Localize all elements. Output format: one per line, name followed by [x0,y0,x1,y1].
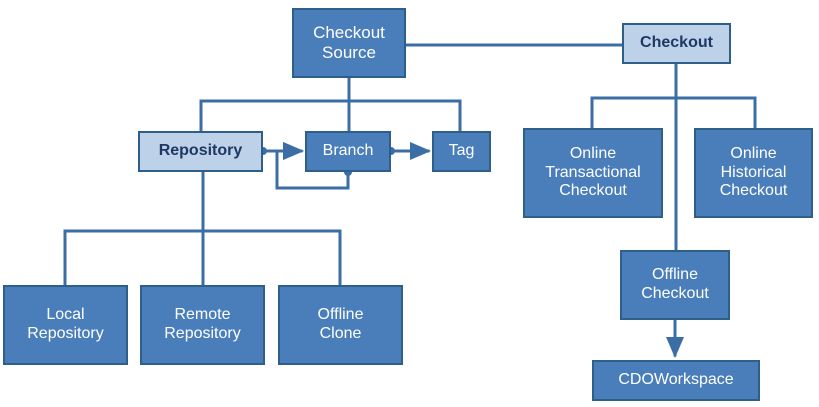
node-checkout-label: Checkout [640,34,713,52]
node-online-historical-checkout-label: Online Historical Checkout [719,145,788,200]
node-tag-label: Tag [448,142,475,160]
node-local-repository-label: Local Repository [27,306,104,342]
node-repository[interactable]: Repository [138,131,263,172]
node-online-historical-checkout[interactable]: Online Historical Checkout [694,128,813,218]
node-repository-label: Repository [158,142,243,160]
node-branch-label: Branch [322,142,374,160]
node-remote-repository[interactable]: Remote Repository [140,285,265,365]
node-checkout-source[interactable]: Checkout Source [292,8,406,78]
node-checkout[interactable]: Checkout [622,23,731,64]
node-offline-clone-label: Offline Clone [317,306,364,342]
node-offline-clone[interactable]: Offline Clone [278,285,403,365]
node-offline-checkout[interactable]: Offline Checkout [620,250,730,320]
node-online-transactional-checkout-label: Online Transactional Checkout [545,145,641,200]
node-cdo-workspace-label: CDOWorkspace [618,371,734,389]
node-checkout-source-label: Checkout Source [313,23,385,62]
node-online-transactional-checkout[interactable]: Online Transactional Checkout [523,128,663,218]
node-offline-checkout-label: Offline Checkout [641,266,709,302]
node-cdo-workspace[interactable]: CDOWorkspace [592,360,760,401]
node-branch[interactable]: Branch [305,131,391,172]
node-remote-repository-label: Remote Repository [164,306,241,342]
node-local-repository[interactable]: Local Repository [3,285,128,365]
connector-branch-self-loop [275,142,350,190]
node-tag[interactable]: Tag [432,131,491,172]
